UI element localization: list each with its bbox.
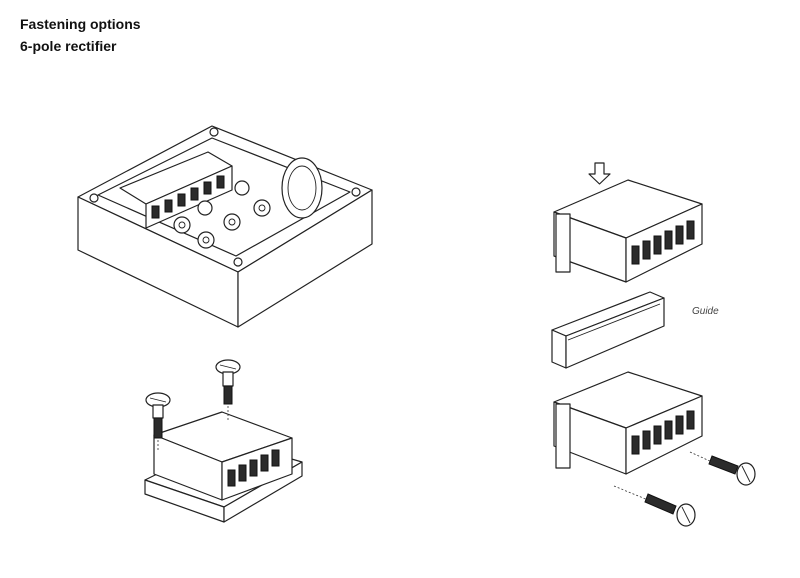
screw-icon [145, 392, 171, 452]
guide-label: Guide [692, 306, 719, 317]
page-title: Fastening options [20, 16, 141, 32]
lower-rectifier-rail [555, 403, 571, 469]
rectifier-guide-mount-illustration [551, 162, 756, 527]
lower-rectifier-terminals [631, 410, 695, 455]
terminal-box-illustration [77, 125, 373, 328]
screw-icon [613, 485, 696, 527]
box-corner-hole [351, 187, 361, 197]
guide-rail-front [565, 297, 665, 369]
screw-icon [215, 359, 241, 420]
page-subtitle: 6-pole rectifier [20, 38, 117, 54]
down-arrow-icon [588, 162, 611, 185]
screw-icon [689, 451, 756, 486]
rectifier-terminals [227, 449, 280, 487]
upper-rectifier-rail [555, 213, 571, 273]
rectifier-top-mount-illustration [144, 359, 303, 523]
upper-rectifier-terminals [631, 220, 695, 265]
box-rectifier-terminals [151, 175, 225, 219]
terminal-studs [173, 180, 271, 249]
box-corner-hole [209, 127, 219, 137]
box-corner-hole [233, 257, 243, 267]
terminal-box-side-wall [237, 189, 373, 328]
upper-rectifier-terminal-face [625, 203, 703, 283]
guide-rail-end [551, 329, 567, 369]
box-corner-hole [89, 193, 99, 203]
